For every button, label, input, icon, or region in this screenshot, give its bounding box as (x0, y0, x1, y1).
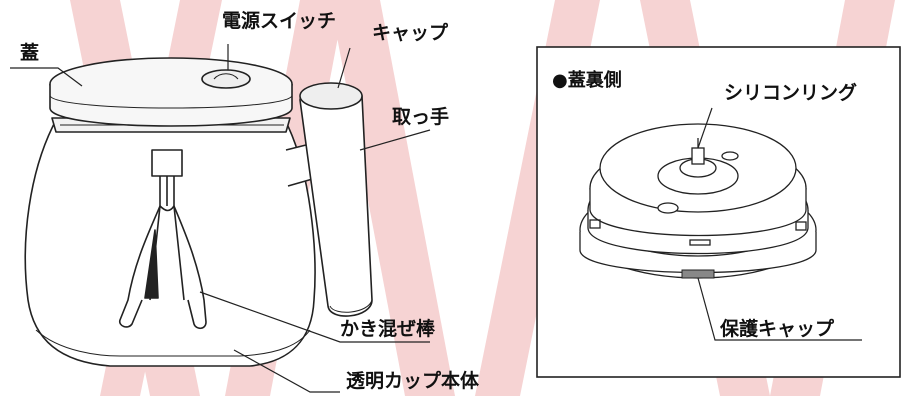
label-whisk: かき混ぜ棒 (340, 318, 436, 340)
label-lid: 蓋 (20, 42, 40, 64)
protective-cap-shape (681, 269, 715, 279)
label-silicone-ring: シリコンリング (724, 82, 858, 104)
label-power-switch: 電源スイッチ (222, 10, 337, 32)
label-protective-cap: 保護キャップ (720, 318, 835, 340)
label-cap: キャップ (372, 22, 449, 44)
label-handle: 取っ手 (392, 106, 450, 128)
label-lid-underside-title: ●蓋裏側 (552, 70, 622, 91)
label-body: 透明カップ本体 (346, 370, 480, 392)
